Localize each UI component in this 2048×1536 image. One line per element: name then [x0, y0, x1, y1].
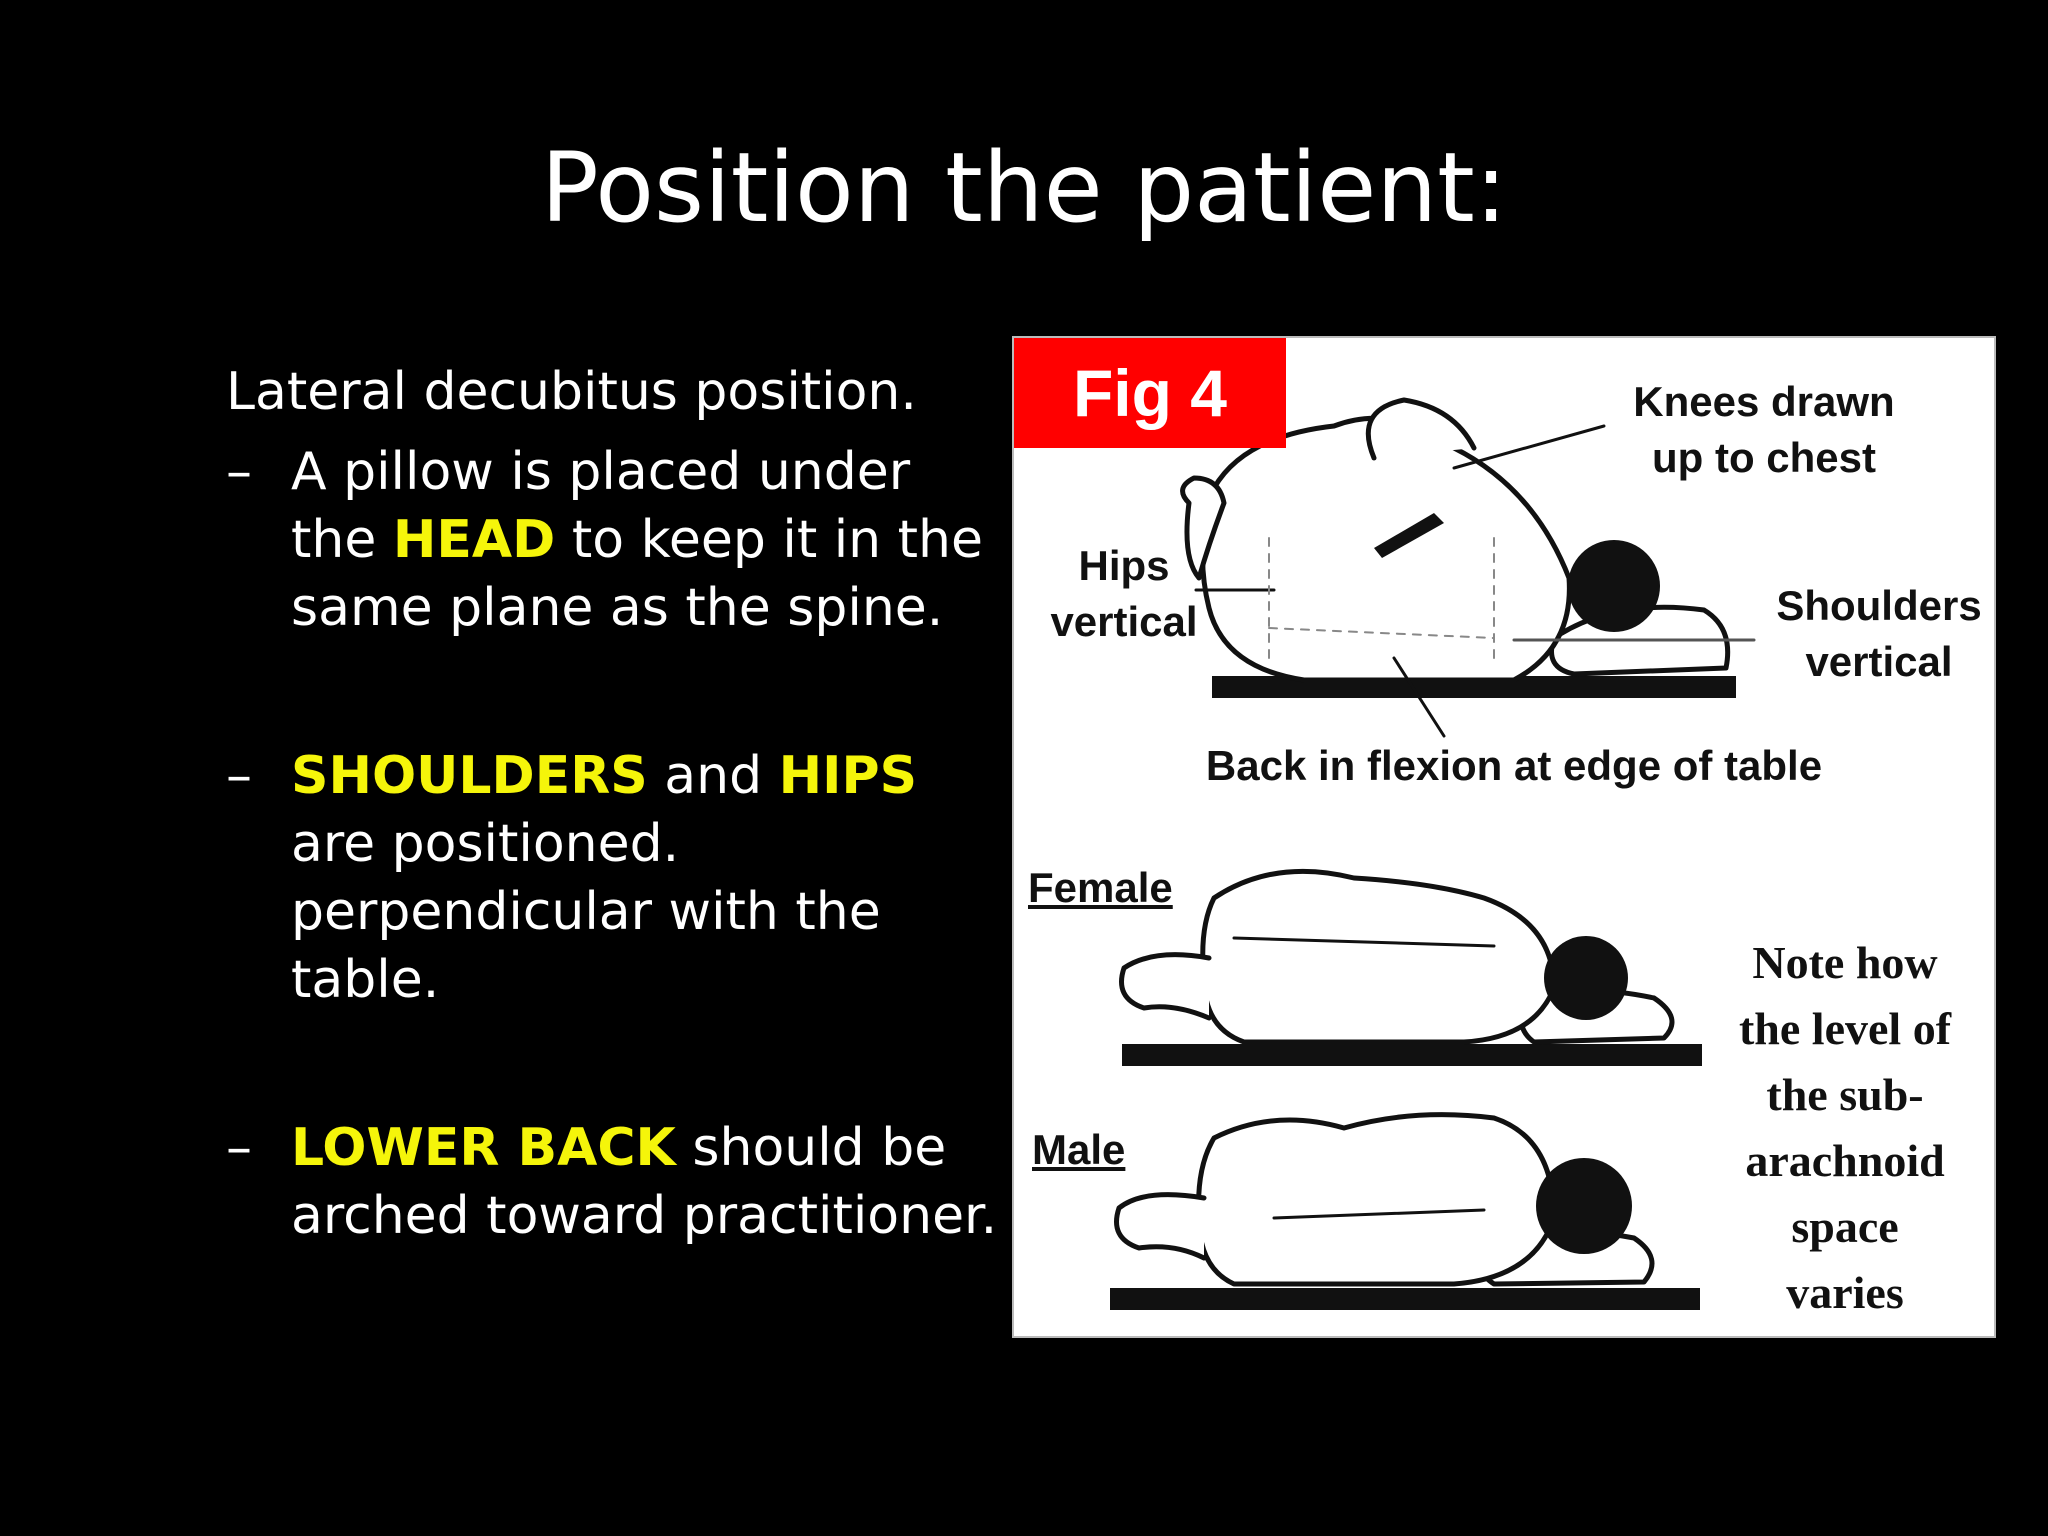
female-patient-drawing: [1119, 868, 1702, 1066]
female-body-line: [1232, 936, 1496, 948]
figure-illustration: [1110, 397, 1756, 1310]
positioning-figure: Fig 4 Knees drawn up to chest Hips verti…: [1012, 336, 1996, 1338]
bullet-text: and: [647, 746, 779, 806]
label-hips: Hips vertical: [1050, 542, 1198, 645]
head-female: [1544, 936, 1628, 1020]
head-male: [1536, 1158, 1632, 1254]
bullet-text: are positioned. perpendicular with the t…: [291, 814, 881, 1010]
label-knees: Knees drawn up to chest: [1633, 378, 1895, 481]
bullet-lower-back: –LOWER BACK should be arched toward prac…: [226, 1114, 1006, 1250]
bullet-shoulders-hips: –SHOULDERS and HIPS are positioned. perp…: [226, 742, 1006, 1014]
curled-patient-drawing: [1180, 397, 1756, 738]
label-back: Back in flexion at edge of table: [1205, 742, 1823, 789]
body-female: [1200, 868, 1557, 1045]
male-body-line: [1272, 1208, 1486, 1220]
dashed-spine-guide: [1268, 537, 1495, 659]
table-male: [1110, 1288, 1700, 1310]
head-top: [1568, 540, 1660, 632]
body-male: [1196, 1112, 1557, 1287]
table-female: [1122, 1044, 1702, 1066]
note-text: Note how the level of the sub- arachnoid…: [1738, 937, 1952, 1318]
knees-top: [1365, 397, 1477, 461]
feet-top: [1180, 475, 1227, 581]
highlight-lower-back: LOWER BACK: [291, 1118, 676, 1178]
label-male: Male: [1032, 1126, 1126, 1173]
bullet-text: should be arched toward practitioner.: [291, 1118, 998, 1246]
highlight-hips: HIPS: [778, 746, 918, 806]
arm-shadow: [1374, 513, 1444, 558]
knees-leader-line: [1452, 424, 1606, 470]
bullet-pillow: –A pillow is placed under the HEAD to ke…: [226, 438, 1006, 642]
legs-female: [1119, 952, 1212, 1021]
bullet-list: Lateral decubitus position. –A pillow is…: [226, 358, 1006, 1250]
male-patient-drawing: [1110, 1112, 1700, 1310]
figure-tag: Fig 4: [1014, 338, 1286, 448]
lead-text: Lateral decubitus position.: [226, 362, 917, 422]
dash-marker: –: [226, 746, 252, 806]
legs-male: [1114, 1192, 1207, 1261]
highlight-shoulders: SHOULDERS: [291, 746, 648, 806]
bullet-text: A pillow is placed under the: [291, 442, 911, 570]
label-female: Female: [1028, 864, 1173, 911]
slide-title: Position the patient:: [540, 132, 1508, 244]
dash-marker: –: [226, 1118, 252, 1178]
dash-marker: –: [226, 442, 252, 502]
back-leader-line: [1392, 656, 1446, 738]
highlight-head: HEAD: [392, 510, 556, 570]
bullet-text: to keep it in the same plane as the spin…: [291, 510, 984, 638]
label-shoulders: Shoulders vertical: [1776, 582, 1982, 685]
